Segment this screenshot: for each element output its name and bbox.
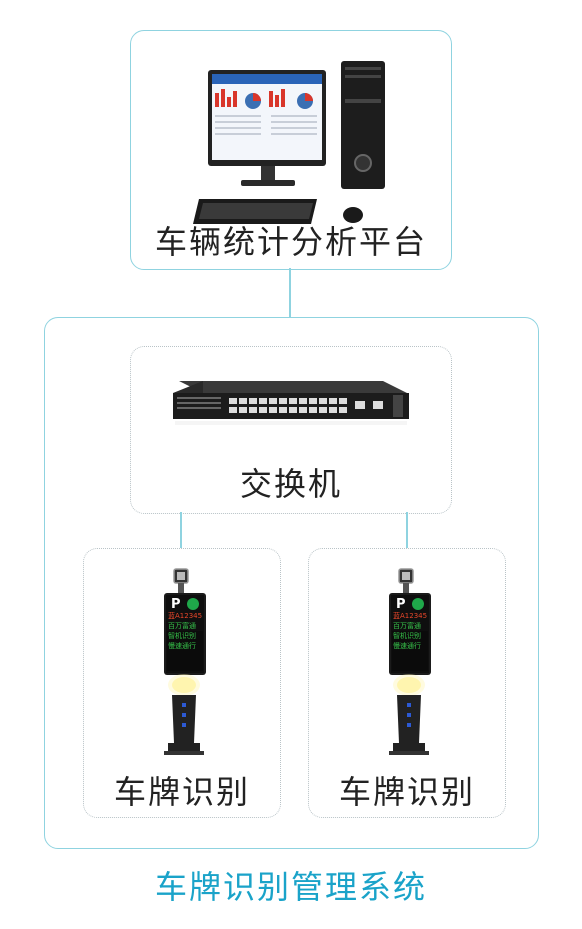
camera-box: P 蓝A12345 百万富通 智机识别 慢速通行 车牌识别: [83, 548, 281, 818]
sign-letter: P: [171, 597, 181, 612]
switch-label: 交换机: [239, 465, 342, 503]
display-line: 慢速通行: [393, 642, 421, 650]
camera-box: P 蓝A12345 百万富通 智机识别 慢速通行 车牌识别: [308, 548, 506, 818]
display-line: 蓝A12345: [393, 612, 428, 620]
connector-line: [406, 512, 408, 548]
display-line: 蓝A12345: [168, 612, 203, 620]
connector-line: [180, 512, 182, 548]
license-plate-camera-icon: [389, 568, 431, 755]
system-box: [44, 317, 539, 849]
display-line: 智机识别: [393, 632, 421, 640]
status-indicator: [187, 598, 199, 610]
platform-label: 车辆统计分析平台: [154, 223, 427, 261]
connector-line: [289, 268, 291, 318]
switch-box: 交换机: [130, 346, 452, 514]
computer-icon: [193, 61, 385, 224]
platform-box: 车辆统计分析平台: [130, 30, 452, 270]
license-plate-camera-icon: [164, 568, 206, 755]
camera-label: 车牌识别: [338, 773, 475, 811]
status-indicator: [412, 598, 424, 610]
camera-label: 车牌识别: [113, 773, 250, 811]
display-line: 百万富通: [393, 622, 421, 630]
switch-icon: [173, 381, 409, 425]
display-line: 百万富通: [168, 622, 196, 630]
system-title: 车牌识别管理系统: [154, 868, 427, 906]
sign-letter: P: [396, 597, 406, 612]
display-line: 慢速通行: [168, 642, 196, 650]
display-line: 智机识别: [168, 632, 196, 640]
